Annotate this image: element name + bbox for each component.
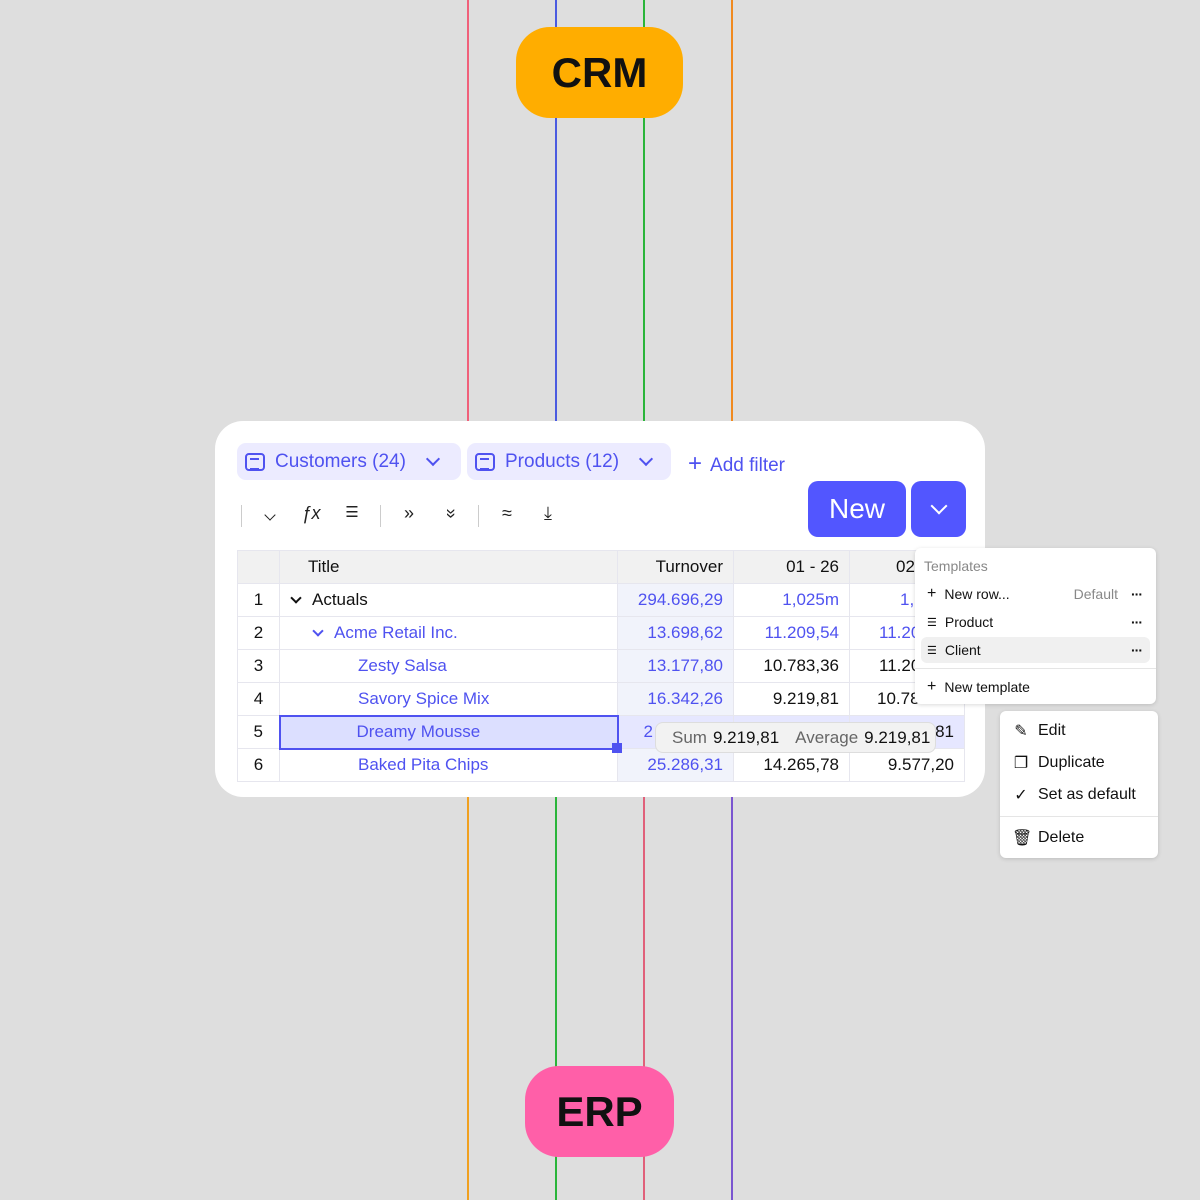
header-title[interactable]: Title (279, 550, 618, 584)
templates-menu: Templates +New row...Default··· ☰Product… (915, 548, 1156, 704)
chevron-down-icon[interactable] (312, 625, 324, 637)
table-row[interactable]: 1 Actuals 294.696,29 1,025m 1, (237, 583, 965, 617)
new-template-button[interactable]: +New template (927, 678, 1030, 695)
filter-customers[interactable]: Customers (24) (237, 443, 461, 480)
plus-icon: + (688, 450, 703, 477)
list-icon (245, 452, 265, 471)
more-icon[interactable]: ··· (1131, 586, 1143, 602)
cell-turnover[interactable]: 13.698,62 (617, 616, 734, 650)
new-button[interactable]: New (808, 481, 906, 537)
template-client[interactable]: ☰Client··· (921, 637, 1150, 663)
header-turnover[interactable]: Turnover (617, 550, 734, 584)
menu-edit[interactable]: ✎Edit (1012, 721, 1065, 741)
chevron-down-icon (930, 497, 947, 515)
cell-turnover[interactable]: 16.342,26 (617, 682, 734, 716)
row-number: 1 (237, 583, 280, 617)
row-number: 3 (237, 649, 280, 683)
crm-badge: CRM (516, 27, 683, 118)
divider (478, 505, 479, 527)
download-icon[interactable]: ⤓ (544, 503, 552, 523)
header-col1[interactable]: 01 - 26 (733, 550, 850, 584)
erp-badge: ERP (525, 1066, 674, 1157)
plus-icon: + (927, 585, 937, 602)
cell-turnover[interactable]: 13.177,80 (617, 649, 734, 683)
table-header: Title Turnover 01 - 26 02 (237, 550, 965, 584)
list-icon[interactable]: ☰ (345, 504, 359, 521)
menu-set-default[interactable]: ✓Set as default (1012, 785, 1136, 805)
templates-title: Templates (924, 558, 988, 574)
more-icon[interactable]: ··· (1131, 614, 1143, 630)
header-rownum (237, 550, 280, 584)
row-title[interactable]: Actuals (279, 583, 618, 617)
connector-line (731, 0, 733, 421)
duplicate-icon: ❐ (1013, 755, 1029, 772)
divider (1000, 816, 1158, 817)
connector-line (555, 797, 557, 1200)
connector-line (555, 0, 557, 421)
row-title[interactable]: Acme Retail Inc. (279, 616, 618, 650)
expand-right-icon[interactable]: » (403, 503, 414, 523)
menu-duplicate[interactable]: ❐Duplicate (1013, 754, 1105, 772)
table-row[interactable]: 3 Zesty Salsa 13.177,80 10.783,36 11.20 (237, 649, 965, 683)
row-number: 5 (237, 715, 280, 749)
cell-col1[interactable]: 10.783,36 (733, 649, 850, 683)
template-product[interactable]: ☰Product··· (927, 614, 1143, 630)
cell-turnover[interactable]: 25.286,31 (617, 748, 734, 782)
connector-line (731, 797, 733, 1200)
template-new-row[interactable]: +New row...Default··· (927, 585, 1143, 602)
cell-col1[interactable]: 9.219,81 (733, 682, 850, 716)
fill-handle[interactable] (612, 743, 622, 753)
list-icon (475, 452, 495, 471)
new-dropdown-button[interactable] (911, 481, 966, 537)
row-title[interactable]: Savory Spice Mix (279, 682, 618, 716)
connector-line (467, 0, 469, 421)
cell-col1[interactable]: 11.209,54 (733, 616, 850, 650)
connector-line (643, 797, 645, 1200)
row-title[interactable]: Zesty Salsa (279, 649, 618, 683)
template-icon: ☰ (927, 644, 937, 657)
trash-icon: 🗑 (1012, 830, 1033, 847)
menu-delete[interactable]: 🗑Delete (1012, 829, 1085, 847)
more-icon[interactable]: ··· (1131, 642, 1143, 658)
table-row[interactable]: 6 Baked Pita Chips 25.286,31 14.265,78 9… (237, 748, 965, 782)
cell-col1[interactable]: 14.265,78 (733, 748, 850, 782)
chevron-down-icon[interactable] (258, 503, 282, 524)
chevron-down-icon (638, 451, 654, 466)
filter-label: Products (12) (505, 450, 620, 472)
template-icon: ☰ (927, 616, 937, 629)
cell-col2[interactable]: 9.577,20 (849, 748, 965, 782)
connector-line (467, 797, 469, 1200)
chevron-down-icon (425, 451, 440, 466)
chart-icon[interactable]: ≈ (502, 503, 512, 523)
table-row[interactable]: 2 Acme Retail Inc. 13.698,62 11.209,54 1… (237, 616, 965, 650)
row-title-selected[interactable]: Dreamy Mousse (278, 714, 619, 750)
chevron-down-icon[interactable] (290, 592, 302, 604)
connector-line (643, 0, 645, 421)
row-number: 2 (237, 616, 280, 650)
cell-col1[interactable]: 1,025m (733, 583, 850, 617)
divider (915, 668, 1156, 669)
context-menu: ✎Edit ❐Duplicate ✓Set as default 🗑Delete (1000, 711, 1158, 858)
pencil-icon: ✎ (1014, 723, 1028, 740)
divider (241, 505, 242, 527)
filter-label: Customers (24) (275, 450, 406, 472)
plus-icon: + (927, 678, 937, 695)
filter-products[interactable]: Products (12) (467, 443, 671, 480)
row-number: 6 (237, 748, 280, 782)
row-title[interactable]: Baked Pita Chips (279, 748, 618, 782)
row-number: 4 (237, 682, 280, 716)
function-icon[interactable]: ƒx (301, 503, 321, 523)
expand-down-icon[interactable]: » (441, 508, 462, 519)
table-row[interactable]: 4 Savory Spice Mix 16.342,26 9.219,81 10… (237, 682, 965, 716)
check-circle-icon: ✓ (1014, 787, 1028, 804)
divider (380, 505, 381, 527)
cell-turnover[interactable]: 294.696,29 (617, 583, 734, 617)
data-table: Title Turnover 01 - 26 02 1 Actuals 294.… (237, 550, 965, 782)
add-filter-button[interactable]: +Add filter (688, 450, 785, 477)
